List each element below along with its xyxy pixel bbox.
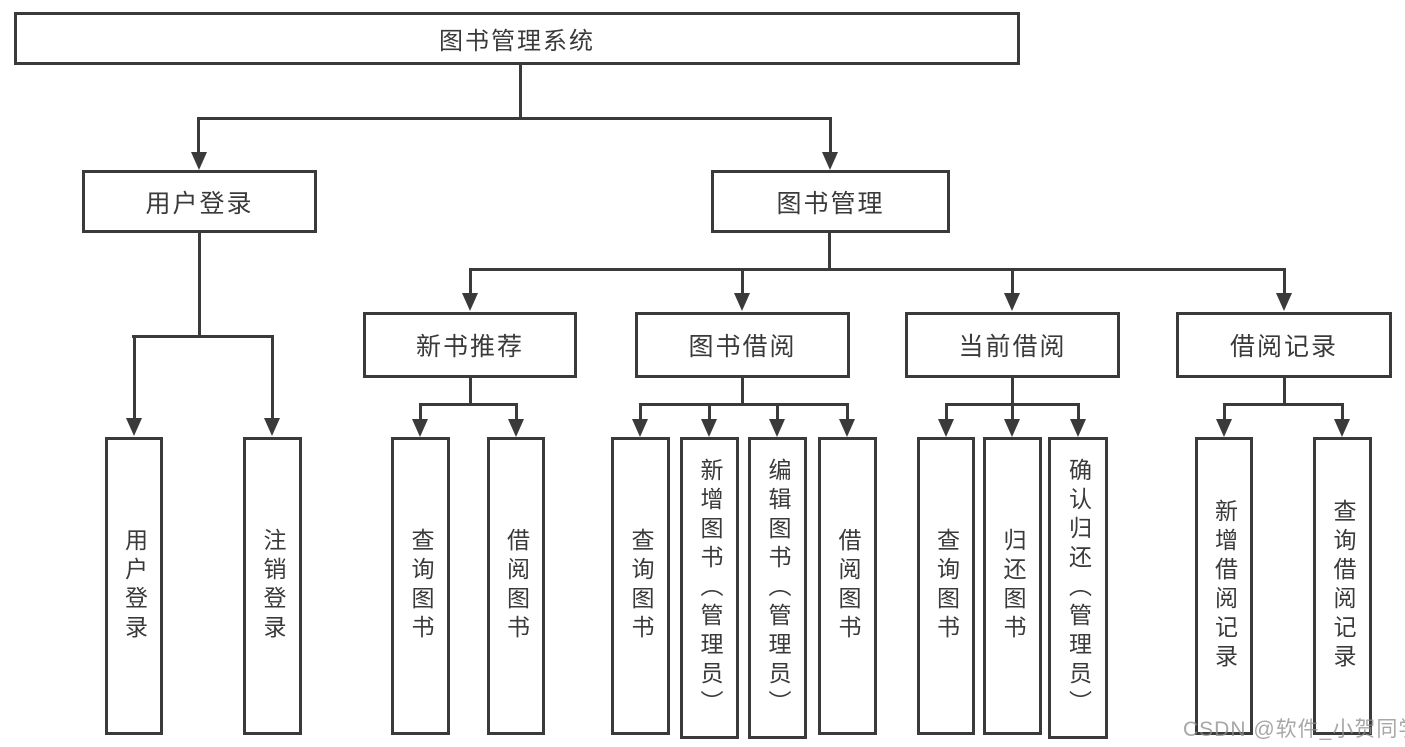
connector-book-mgmt-stem	[829, 117, 832, 153]
watermark: CSDN @软件_小贺同学	[1183, 718, 1405, 741]
connector-branch-crossbar	[1223, 403, 1344, 406]
connector-branch-down	[469, 376, 472, 405]
connector-leaf-stem	[515, 403, 518, 420]
connector-leaf-stem	[708, 403, 711, 420]
connector-branch-stem	[1011, 268, 1014, 294]
connector-branch-stem	[741, 268, 744, 294]
leaf-add-book-admin: 新增图书（管理员）	[680, 437, 739, 739]
arrowhead-down-icon	[191, 152, 207, 170]
arrowhead-down-icon	[126, 418, 142, 436]
connector-leaf-stem	[639, 403, 642, 420]
connector-branch-down	[741, 376, 744, 405]
connector-book-mgmt-down	[828, 231, 831, 270]
connector-leaf-stem	[1223, 403, 1226, 420]
arrowhead-down-icon	[769, 419, 785, 437]
arrowhead-down-icon	[462, 293, 478, 311]
leaf-user-login: 用户登录	[105, 437, 163, 735]
connector-leaf-stem	[133, 335, 136, 419]
arrowhead-down-icon	[734, 293, 750, 311]
connector-leaf-stem	[271, 335, 274, 419]
connector-leaf-stem	[846, 403, 849, 420]
connector-root-stem	[519, 64, 522, 119]
node-user-login: 用户登录	[82, 170, 317, 233]
arrowhead-down-icon	[1004, 419, 1020, 437]
connector-branch-crossbar	[639, 403, 849, 406]
connector-user-login-stem	[197, 117, 200, 153]
arrowhead-down-icon	[1216, 419, 1232, 437]
arrowhead-down-icon	[1276, 293, 1292, 311]
arrowhead-down-icon	[412, 419, 428, 437]
connector-user-login-crossbar	[132, 335, 274, 338]
leaf-query-borrow-record: 查询借阅记录	[1313, 437, 1372, 735]
node-library-management-system: 图书管理系统	[14, 12, 1020, 65]
connector-branch-down	[1283, 376, 1286, 405]
arrowhead-down-icon	[701, 419, 717, 437]
node-new-book-recommendation: 新书推荐	[363, 312, 577, 378]
arrowhead-down-icon	[938, 419, 954, 437]
leaf-edit-book-admin: 编辑图书（管理员）	[748, 437, 807, 739]
arrowhead-down-icon	[839, 419, 855, 437]
arrowhead-down-icon	[1334, 419, 1350, 437]
connector-leaf-stem	[1077, 403, 1080, 420]
leaf-return-book: 归还图书	[983, 437, 1042, 735]
connector-root-crossbar	[197, 117, 832, 120]
arrowhead-down-icon	[264, 418, 280, 436]
leaf-borrow-books: 借阅图书	[818, 437, 877, 735]
connector-leaf-stem	[945, 403, 948, 420]
arrowhead-down-icon	[632, 419, 648, 437]
arrowhead-down-icon	[822, 152, 838, 170]
connector-branch-stem	[1283, 268, 1286, 294]
connector-branch-down	[1011, 376, 1014, 405]
connector-leaf-stem	[419, 403, 422, 420]
connector-leaf-stem	[1341, 403, 1344, 420]
node-book-borrowing: 图书借阅	[635, 312, 850, 378]
connector-book-mgmt-crossbar	[469, 268, 1286, 271]
leaf-add-borrow-record: 新增借阅记录	[1195, 437, 1253, 735]
leaf-confirm-return-admin: 确认归还（管理员）	[1048, 437, 1108, 739]
connector-branch-crossbar	[419, 403, 518, 406]
connector-branch-stem	[469, 268, 472, 294]
connector-leaf-stem	[1011, 403, 1014, 420]
connector-user-login-down	[198, 231, 201, 337]
arrowhead-down-icon	[1004, 293, 1020, 311]
leaf-query-books: 查询图书	[391, 437, 450, 735]
node-borrowing-records: 借阅记录	[1176, 312, 1392, 378]
leaf-logout: 注销登录	[243, 437, 302, 735]
node-current-borrowing: 当前借阅	[905, 312, 1120, 378]
connector-leaf-stem	[776, 403, 779, 420]
arrowhead-down-icon	[1070, 419, 1086, 437]
leaf-query-books: 查询图书	[611, 437, 670, 735]
arrowhead-down-icon	[508, 419, 524, 437]
leaf-query-books: 查询图书	[917, 437, 975, 735]
leaf-borrow-books: 借阅图书	[487, 437, 545, 735]
node-book-management: 图书管理	[711, 170, 950, 233]
